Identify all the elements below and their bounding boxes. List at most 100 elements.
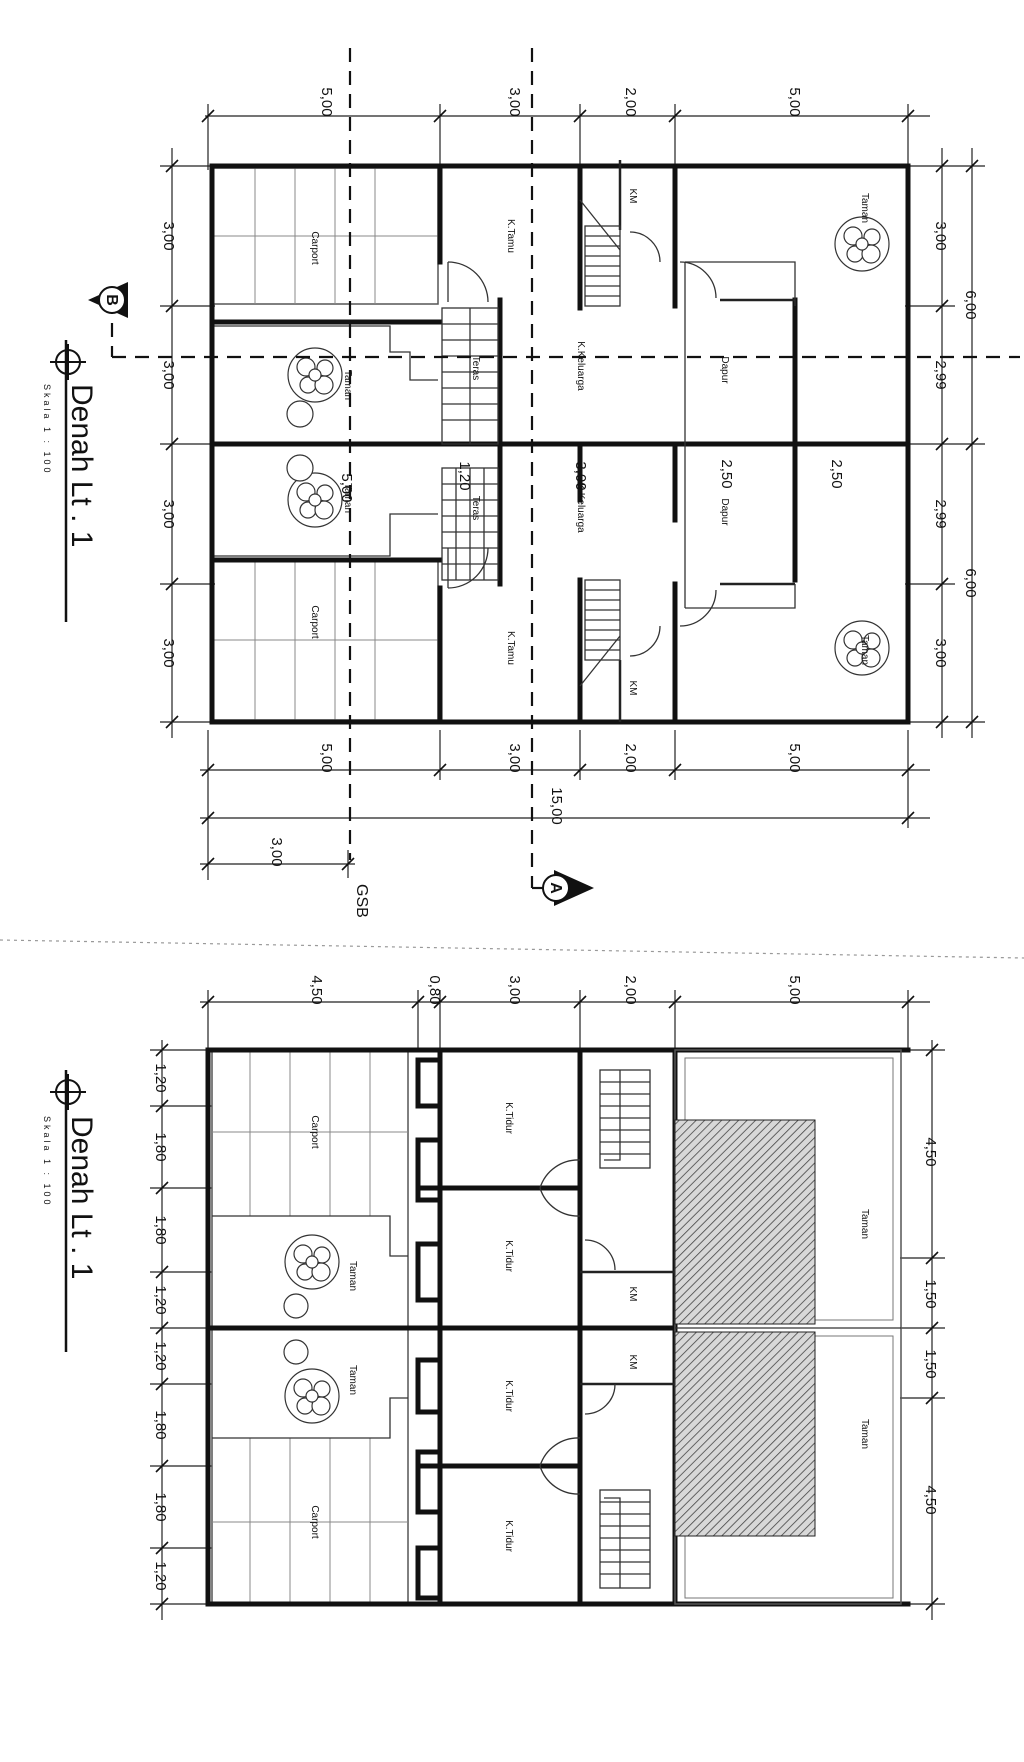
dim-bottom-3: 2,00 [622, 743, 639, 772]
plan-2-title: Denah Lt . 1 [65, 1116, 98, 1279]
room2-taman-4: Taman [859, 1419, 870, 1449]
room-dapur-2: Dapur [719, 498, 730, 526]
inner-dim-4: 2,50 [718, 459, 735, 488]
inner-dim-3: 3,00 [572, 461, 589, 490]
dim-gsb: 3,00 [268, 837, 285, 866]
dim2-right-2: 1,50 [922, 1279, 939, 1308]
room-carport-2: Carport [309, 605, 320, 639]
title-block-1: Denah Lt . 1 Skala 1 : 100 [42, 340, 98, 622]
dim-left-1: 3,00 [160, 221, 177, 250]
dim2-right-4: 4,50 [922, 1485, 939, 1514]
dim-bottom-1: 5,00 [318, 743, 335, 772]
room2-km-1: KM [627, 1287, 638, 1302]
dim2-left-1: 1,20 [152, 1063, 169, 1092]
dim2-left-3: 1,80 [152, 1215, 169, 1244]
room2-carport-2: Carport [309, 1505, 320, 1539]
roof-hatch-2 [674, 1331, 816, 1537]
room-taman-4: Taman [859, 635, 870, 665]
room-k-keluarga-1: K.Keluarga [575, 341, 586, 391]
dim2-left-2: 1,80 [152, 1132, 169, 1161]
dim-bottom-4: 5,00 [786, 743, 803, 772]
room-taman-2: Taman [342, 483, 353, 513]
dim2-right-3: 1,50 [922, 1349, 939, 1378]
room-teras-2: Teras [470, 496, 481, 520]
gsb-label: GSB [353, 884, 370, 918]
room-km-1: KM [627, 189, 638, 204]
doors-2 [539, 1159, 616, 1495]
room-labels-2: Carport Carport Taman Taman Taman Taman … [309, 1102, 870, 1553]
trees [286, 216, 890, 676]
plan-1-scale: Skala 1 : 100 [42, 384, 52, 476]
dim-top-3: 2,00 [622, 87, 639, 116]
top-dimension-chain-2: 4,50 0,80 3,00 2,00 5,00 [200, 975, 930, 1050]
room2-k-tidur-1: K.Tidur [503, 1102, 514, 1135]
room-labels: Carport Carport Taman Taman Taman Taman … [309, 189, 870, 696]
dim2-top-1: 4,50 [308, 975, 325, 1004]
left-dimension-chain: 3,00 3,00 3,00 3,00 [160, 148, 215, 738]
room-taman-3: Taman [859, 193, 870, 223]
dim-right-2: 2,99 [932, 360, 949, 389]
inner-dim-5: 2,50 [828, 459, 845, 488]
dim-bottom-2: 3,00 [506, 743, 523, 772]
dim2-right-1: 4,50 [922, 1137, 939, 1166]
dim2-left-8: 1,20 [152, 1561, 169, 1590]
dim2-left-6: 1,80 [152, 1410, 169, 1439]
dim2-left-4: 1,20 [152, 1285, 169, 1314]
room2-carport-1: Carport [309, 1115, 320, 1149]
trees-2 [283, 1234, 340, 1424]
stairs-2 [599, 1069, 651, 1589]
plan-ground-floor: 5,00 3,00 2,00 5,00 3,00 3,00 3,00 3,00 [42, 48, 1020, 918]
room-taman-1: Taman [342, 370, 353, 400]
dim-right-outer-2: 6,00 [962, 568, 979, 597]
dim2-top-2: 0,80 [426, 975, 443, 1004]
teras-tiles [441, 307, 499, 581]
dim2-left-7: 1,80 [152, 1492, 169, 1521]
right-dimension-chain-2: 4,50 1,50 1,50 4,50 [900, 1040, 945, 1620]
room2-taman-3: Taman [859, 1209, 870, 1239]
room2-taman-1: Taman [347, 1261, 358, 1291]
roof-hatch-1 [674, 1119, 816, 1325]
dim-left-3: 3,00 [160, 499, 177, 528]
inner-dim-1: 5,00 [338, 473, 355, 502]
stairs [579, 199, 621, 687]
dim2-top-5: 5,00 [786, 975, 803, 1004]
top-dimension-chain: 5,00 3,00 2,00 5,00 [201, 87, 930, 170]
dim-top-4: 5,00 [786, 87, 803, 116]
room-km-2: KM [627, 681, 638, 696]
inner-dim-2: 1,20 [456, 461, 473, 490]
section-marker-a: A [542, 870, 594, 906]
room-carport-1: Carport [309, 231, 320, 265]
dim-right-1: 3,00 [932, 221, 949, 250]
plan-upper-floor: 4,50 0,80 3,00 2,00 5,00 1,20 1,80 1,80 … [42, 975, 945, 1620]
plan-2-scale: Skala 1 : 100 [42, 1116, 52, 1208]
dim2-top-4: 2,00 [622, 975, 639, 1004]
dim-right-3: 2,99 [932, 499, 949, 528]
walls [209, 160, 911, 725]
room-k-keluarga-2: K.Keluarga [575, 483, 586, 533]
room2-k-tidur-2: K.Tidur [503, 1240, 514, 1273]
room-dapur-1: Dapur [719, 356, 730, 384]
bottom-dimension-chain: 5,00 3,00 2,00 5,00 15,00 3,00 [200, 730, 930, 880]
room2-taman-2: Taman [347, 1365, 358, 1395]
dim2-left-5: 1,20 [152, 1341, 169, 1370]
doors [447, 231, 717, 657]
dim-left-4: 3,00 [160, 638, 177, 667]
room2-k-tidur-4: K.Tidur [503, 1520, 514, 1553]
dim-total: 15,00 [548, 787, 565, 825]
dim-top-1: 5,00 [318, 87, 335, 116]
room2-km-2: KM [627, 1355, 638, 1370]
left-dimension-chain-2: 1,20 1,80 1,80 1,20 1,20 1,80 1,80 1,20 [150, 1040, 212, 1620]
room2-k-tidur-3: K.Tidur [503, 1380, 514, 1413]
room-k-tamu-2: K.Tamu [505, 631, 516, 665]
dim-left-2: 3,00 [160, 360, 177, 389]
title-block-2: Denah Lt . 1 Skala 1 : 100 [42, 1070, 98, 1352]
dim-right-outer-1: 6,00 [962, 290, 979, 319]
dim-top-2: 3,00 [506, 87, 523, 116]
section-marker-b: B [88, 282, 128, 318]
right-dimension-chain: 3,00 2,99 2,99 3,00 6,00 6,00 [905, 148, 985, 738]
sheet-divider [0, 939, 1024, 959]
dim2-top-3: 3,00 [506, 975, 523, 1004]
section-b-label: B [103, 294, 120, 306]
section-a-label: A [547, 882, 564, 894]
